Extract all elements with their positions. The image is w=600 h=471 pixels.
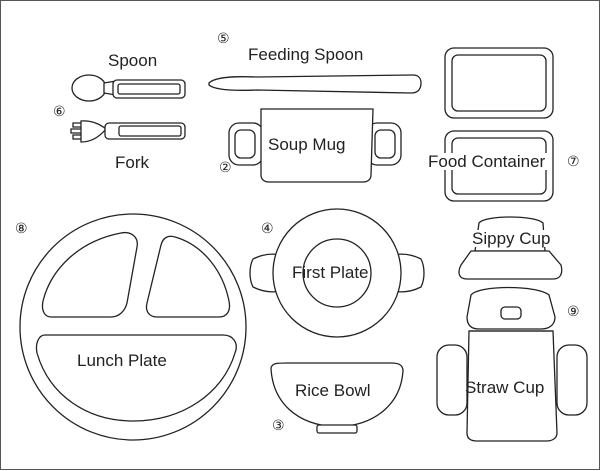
spoon-drawing	[71, 74, 186, 102]
soup-mug-drawing	[228, 108, 402, 183]
number-9: ⑨	[567, 303, 580, 319]
rice-bowl-drawing	[270, 362, 404, 434]
label-fork: Fork	[115, 153, 149, 172]
food-container-drawing	[444, 47, 554, 202]
straw-cup-drawing	[436, 286, 588, 442]
number-4: ④	[261, 220, 274, 236]
label-food-container: Food Container	[426, 152, 548, 171]
feeding-spoon-drawing	[208, 74, 422, 94]
number-7: ⑦	[567, 153, 580, 169]
label-soup-mug: Soup Mug	[268, 135, 346, 154]
number-2: ②	[219, 159, 232, 175]
sippy-cup-drawing	[458, 216, 563, 280]
label-straw-cup: Straw Cup	[465, 378, 545, 397]
fork-drawing	[70, 120, 186, 143]
label-first-plate: First Plate	[292, 263, 369, 282]
lunch-plate-drawing	[19, 213, 247, 441]
label-feeding-spoon: Feeding Spoon	[248, 45, 364, 64]
label-sippy-cup: Sippy Cup	[470, 229, 553, 248]
number-6: ⑥	[53, 103, 66, 119]
label-rice-bowl: Rice Bowl	[295, 381, 371, 400]
number-3: ③	[272, 417, 285, 433]
first-plate-drawing	[249, 208, 425, 338]
label-lunch-plate: Lunch Plate	[77, 351, 167, 370]
number-5: ⑤	[217, 30, 230, 46]
label-spoon: Spoon	[108, 51, 158, 70]
number-8: ⑧	[15, 220, 28, 236]
